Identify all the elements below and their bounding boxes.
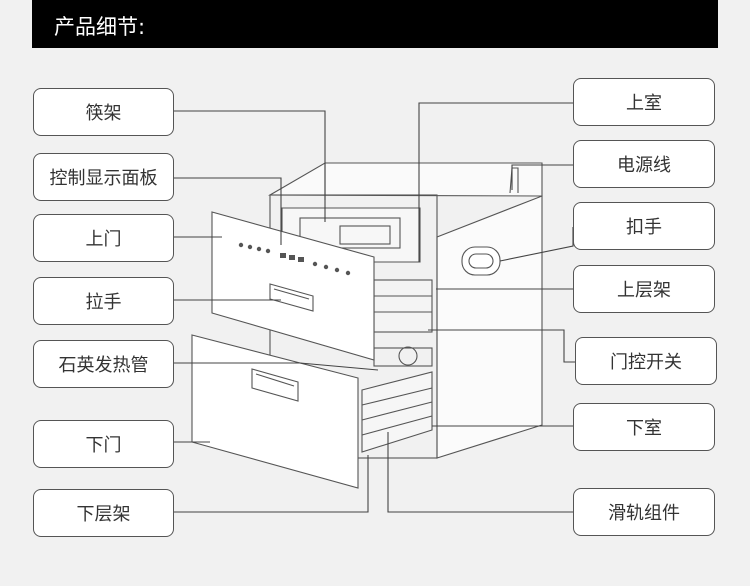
control-buttons <box>238 242 351 276</box>
label-upper-rack: 上层架 <box>573 265 715 313</box>
door-switch-icon <box>398 346 418 366</box>
label-power-cord: 电源线 <box>573 140 715 188</box>
label-chopstick-rack: 筷架 <box>33 88 174 136</box>
lower-door-panel <box>191 334 359 489</box>
upper-door-panel <box>211 211 375 361</box>
cabinet-side <box>436 195 543 459</box>
label-upper-chamber: 上室 <box>573 78 715 126</box>
power-cord-icon <box>509 167 519 194</box>
label-handle: 拉手 <box>33 277 174 325</box>
cabinet-top <box>267 162 543 197</box>
label-slide-rail: 滑轨组件 <box>573 488 715 536</box>
label-control-panel: 控制显示面板 <box>33 153 174 201</box>
label-grip: 扣手 <box>573 202 715 250</box>
page-title: 产品细节: <box>54 15 146 39</box>
label-upper-door: 上门 <box>33 214 174 262</box>
label-lower-chamber: 下室 <box>573 403 715 451</box>
lower-handle-icon <box>251 368 299 402</box>
label-door-switch: 门控开关 <box>575 337 717 385</box>
label-quartz-tube: 石英发热管 <box>33 340 174 388</box>
label-lower-door: 下门 <box>33 420 174 468</box>
side-grip-icon <box>461 246 501 276</box>
title-bar: 产品细节: <box>32 0 718 48</box>
label-lower-rack: 下层架 <box>33 489 174 537</box>
